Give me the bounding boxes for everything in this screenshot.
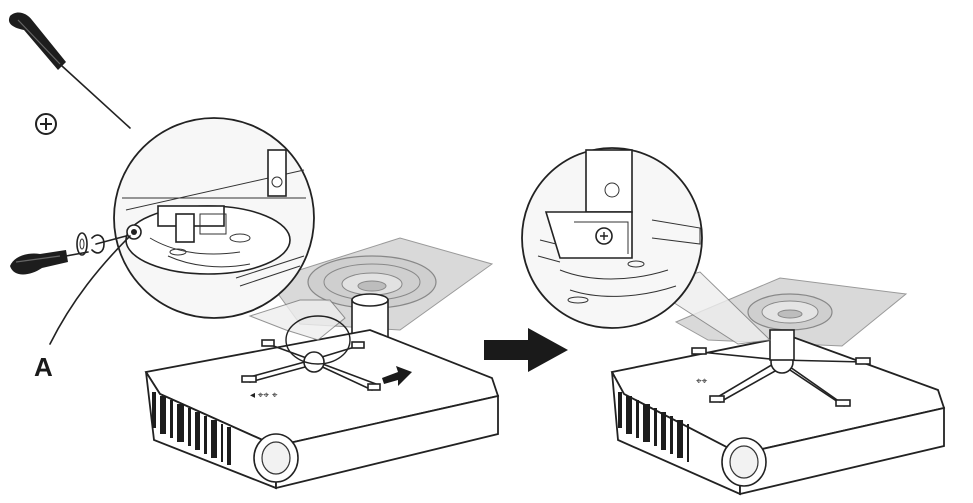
- detail-marker-left: [285, 315, 351, 365]
- screwdriver-icon: [8, 12, 131, 129]
- zoom-circle-left: [113, 117, 315, 319]
- lens-left: [253, 433, 299, 483]
- vent-grille-left: [152, 392, 231, 465]
- screwdriver-icon: [10, 250, 89, 275]
- slide-arrow-icon: [382, 366, 412, 386]
- arrow-right-icon: [484, 328, 568, 372]
- screw-washer-left: [76, 232, 127, 256]
- callout-label-a: A: [34, 352, 53, 382]
- bracket-marking-left: ◂ ⌖⌖ ⌖: [250, 390, 278, 401]
- zoom-circle-right: [521, 147, 703, 329]
- projector-left: [144, 329, 500, 490]
- left-scene: ◂ ⌖⌖ ⌖: [8, 12, 500, 490]
- projector-right: [610, 335, 946, 496]
- mount-bracket-right: ⌖⌖: [691, 329, 871, 407]
- callout-leader-a: [49, 235, 131, 345]
- vent-grille-right: [618, 392, 689, 462]
- right-scene: ⌖⌖: [521, 147, 946, 496]
- zoom-cone-left: [248, 299, 346, 341]
- lens-right: [721, 437, 767, 487]
- phillips-head-icon: [35, 113, 57, 135]
- bracket-marking-right: ⌖⌖: [696, 376, 708, 387]
